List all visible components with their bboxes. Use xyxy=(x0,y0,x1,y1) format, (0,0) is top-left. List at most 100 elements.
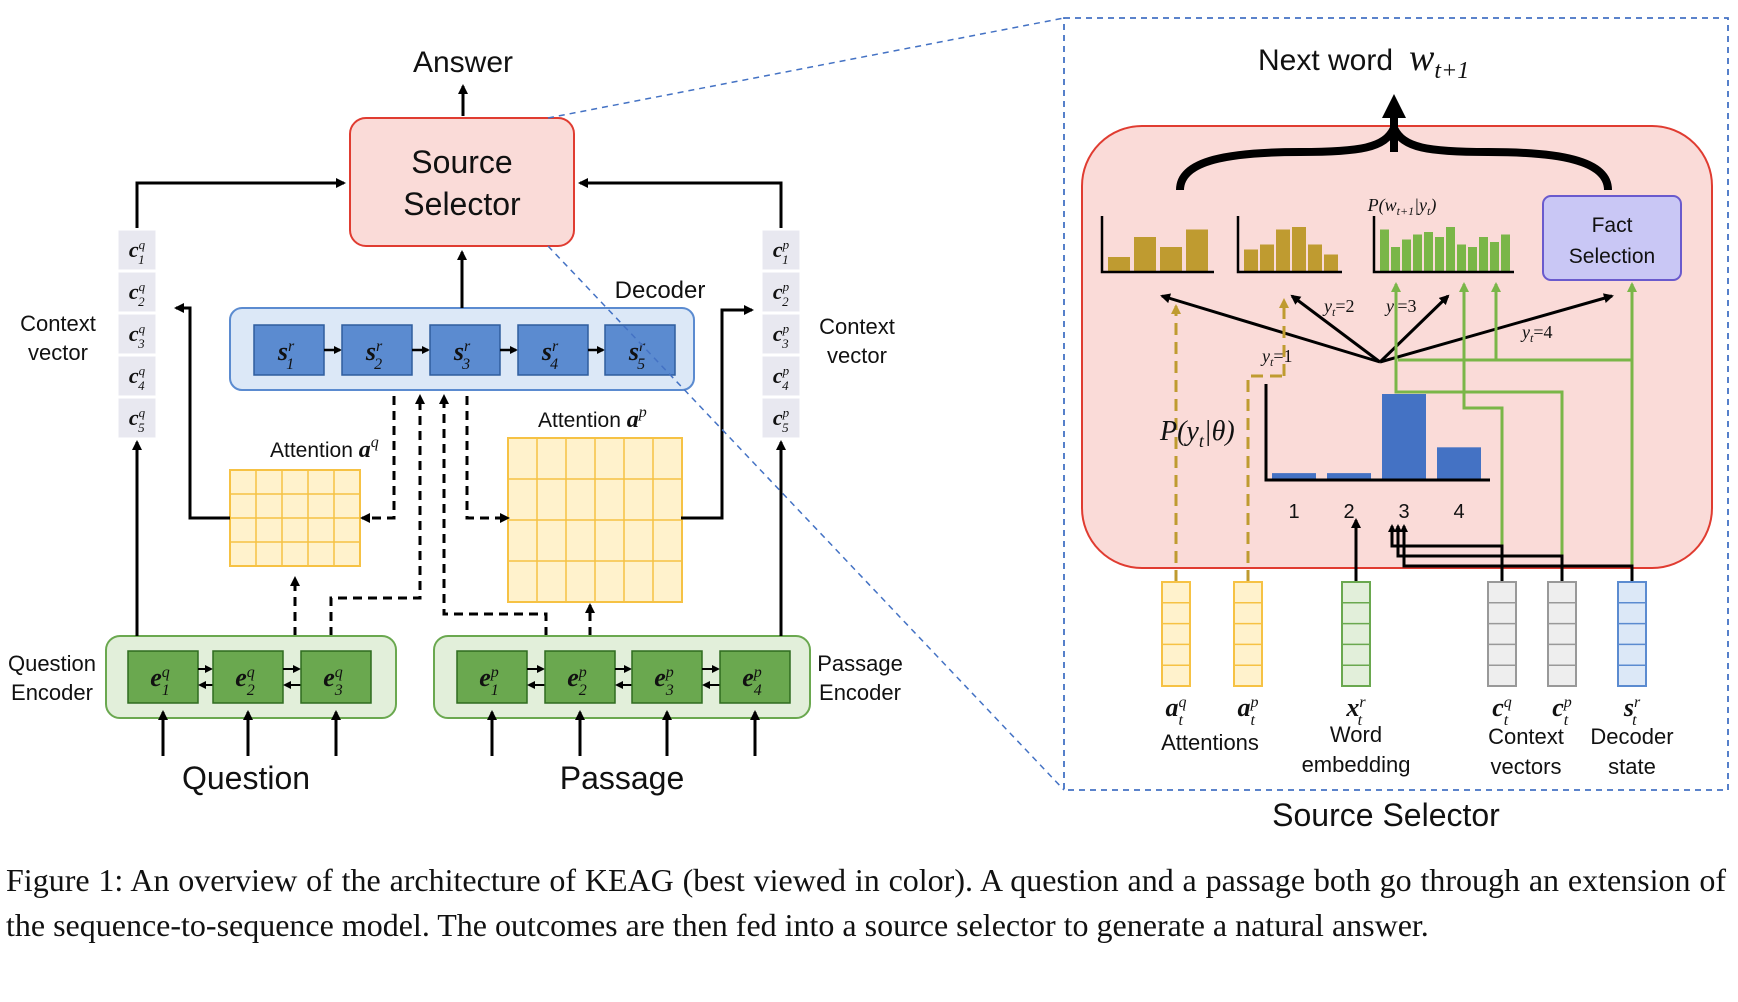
encoder-state-cell xyxy=(631,650,703,704)
ctp-to-chart-arrow xyxy=(1394,524,1564,582)
context-cell xyxy=(761,271,801,313)
source-selector-label-1: Source xyxy=(411,144,512,180)
histogram-axis xyxy=(1372,216,1514,274)
encoder-state-cell xyxy=(300,650,372,704)
fact-selection-label-1: Fact xyxy=(1592,214,1633,237)
encoder-state-cell xyxy=(212,650,284,704)
yt-category-label: 3 xyxy=(1398,501,1409,523)
context-cell xyxy=(117,229,157,271)
attention-q-label: Attention aq xyxy=(270,434,379,463)
yt-label: yt=4 xyxy=(1520,322,1553,345)
histogram-bar xyxy=(1468,247,1477,272)
zoom-line-bottom xyxy=(547,245,1065,791)
question-label: Question xyxy=(182,760,310,796)
word-embedding-label-1: Word xyxy=(1330,722,1382,747)
p-w-given-y-label: P(wt+1|yt) xyxy=(1367,195,1437,218)
source-selector-box xyxy=(349,117,575,247)
histogram-bar xyxy=(1435,237,1444,272)
decoder-to-attq-dashed xyxy=(360,396,396,523)
curly-brace xyxy=(1176,118,1612,191)
passage-encoder-label-2: Encoder xyxy=(819,680,901,705)
histogram-bar xyxy=(1402,239,1411,272)
yt-label: yt=3 xyxy=(1384,296,1417,319)
context-vector-right-label-2: vector xyxy=(827,343,887,368)
input-vector xyxy=(1341,581,1371,687)
encoder-state-cell xyxy=(719,650,791,704)
histogram-axis xyxy=(1236,216,1342,274)
passage-label: Passage xyxy=(560,760,685,796)
histogram-bar xyxy=(1186,229,1208,272)
context-cell xyxy=(117,313,157,355)
input-vector xyxy=(1233,581,1263,687)
histogram-bar xyxy=(1108,257,1130,272)
attention-p-grid xyxy=(507,437,683,603)
decoder-state-cell xyxy=(253,324,325,376)
histogram-vocabulary xyxy=(1372,216,1514,274)
fan-arrow-3 xyxy=(1378,294,1450,364)
histogram-bar xyxy=(1446,227,1455,272)
ep2-to-decoder-dashed xyxy=(439,394,548,636)
source-selector-title: Source Selector xyxy=(1272,797,1500,833)
passage-encoder-label-1: Passage xyxy=(817,651,903,676)
histogram-axis xyxy=(1100,216,1214,274)
fact-selection-label-2: Selection xyxy=(1569,245,1655,268)
passage-encoder-container xyxy=(433,635,811,719)
input-vector xyxy=(1487,581,1517,687)
input-vector xyxy=(1161,581,1191,687)
histogram-question-attention xyxy=(1100,216,1214,274)
encoder-state-cell xyxy=(127,650,199,704)
context-vector-right-label-1: Context xyxy=(819,314,895,339)
yt-label: yt=1 xyxy=(1260,346,1293,369)
histogram-bar xyxy=(1391,247,1400,272)
atp-dashed-line xyxy=(1246,374,1284,582)
attentions-label: Attentions xyxy=(1161,730,1259,755)
context-vector-left-label-2: vector xyxy=(28,340,88,365)
context-cell xyxy=(761,229,801,271)
histogram-bar xyxy=(1292,227,1306,272)
histogram-bar xyxy=(1260,244,1274,272)
yt-category-label: 2 xyxy=(1343,501,1354,523)
input-arrows xyxy=(158,710,760,756)
histogram-bar xyxy=(1380,229,1389,272)
question-encoder-label-2: Encoder xyxy=(11,680,93,705)
yt-prob-bar xyxy=(1437,447,1481,480)
context-cell xyxy=(117,355,157,397)
encoder-state-cell xyxy=(544,650,616,704)
histogram-bar xyxy=(1413,234,1422,272)
histogram-bar xyxy=(1501,234,1510,272)
histogram-bar xyxy=(1490,242,1499,272)
zoom-line-top xyxy=(547,17,1065,119)
input-vector xyxy=(1547,581,1577,687)
cq-to-selector-arrow xyxy=(135,178,346,228)
context-cell xyxy=(761,397,801,439)
context-vector-left-label-1: Context xyxy=(20,311,96,336)
context-cell xyxy=(761,313,801,355)
yt-category-label: 1 xyxy=(1288,501,1299,523)
